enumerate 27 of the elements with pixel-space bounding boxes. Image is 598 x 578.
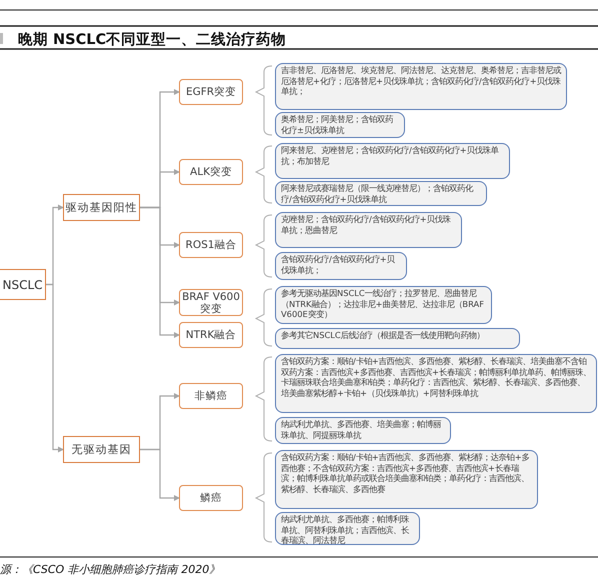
treatment-box: 含铂双药方案：顺铂/卡铂+吉西他滨、多西他赛、紫杉醇；达奈铂+多西他赛；不含铂双药方案：吉西他滨+多西他赛、吉西他滨+长春瑞滨；帕博利珠单抗单药或联合培美曲塞和铂类；单药化疗：吉西他滨、紫杉醇、长春瑞滨、多西他赛 xyxy=(275,450,538,509)
treatment-box: 参考无驱动基因NSCLC一线治疗；拉罗替尼、恩曲替尼（NTRK融合）；达拉非尼+曲美替尼、达拉非尼（BRAF V600E突变） xyxy=(275,286,492,324)
subtype-box: ROS1融合 xyxy=(179,232,243,258)
subtype-box: 非鳞癌 xyxy=(179,383,243,409)
title: 晚期 NSCLC不同亚型一、二线治疗药物 xyxy=(18,30,286,49)
subtype-box: EGFR突变 xyxy=(179,79,243,105)
subtype-box: BRAF V600 突变 xyxy=(179,289,243,316)
treatment-box: 参考其它NSCLC后线治疗（根据是否一线使用靶向药物） xyxy=(275,328,520,349)
category-box: 驱动基因阳性 xyxy=(63,194,140,221)
treatment-box: 克唑替尼；含铂双药化疗/含铂双药化疗+贝伐珠单抗；恩曲替尼 xyxy=(275,212,462,248)
subtype-box: 鳞癌 xyxy=(179,485,243,511)
treatment-box: 纳武利尤单抗、多西他赛、培美曲塞；帕博丽珠单抗、阿提丽珠单抗 xyxy=(275,417,451,444)
root-box: NSCLC xyxy=(0,269,46,300)
arrow xyxy=(140,206,180,338)
arrow xyxy=(140,448,180,501)
treatment-box: 阿来替尼或赛瑞替尼（限一线克唑替尼）；含铂双药化疗/含铂双药化疗+贝伐珠单抗 xyxy=(275,181,487,206)
treatment-box: 奥希替尼；阿美替尼；含铂双药化疗±贝伐珠单抗 xyxy=(275,112,405,138)
subtype-box: ALK突变 xyxy=(179,159,243,185)
subtype-box: NTRK融合 xyxy=(179,322,243,348)
treatment-box: 含铂双药方案：顺铂/卡铂+吉西他滨、多西他赛、紫杉醇、长春瑞滨、培美曲塞不含铂双药方案：吉西他滨+多西他赛、吉西他滨+长春瑞滨；帕博丽利单抗单药、帕博丽珠、卡瑞丽珠联合培美曲塞和铂类；单药化疗：吉西他滨、紫杉醇、长春瑞滨、多西他赛、培美曲塞紫杉醇+卡铂+（贝伐珠单抗）+阿替利珠单抗 xyxy=(275,354,597,413)
category-box: 无驱动基因 xyxy=(63,436,140,463)
treatment-box: 含铂双药化疗/含铂双药化疗+贝伐珠单抗； xyxy=(275,252,407,280)
arrow xyxy=(46,284,64,452)
treatment-box: 阿来替尼、克唑替尼；含铂双药化疗/含铂双药化疗+贝伐珠单抗；布加替尼 xyxy=(275,143,510,179)
treatment-box: 吉非替尼、厄洛替尼、埃克替尼、阿法替尼、达克替尼、奥希替尼；吉非替尼或厄洛替尼+化疗；厄洛替尼+贝伐珠单抗；含铂双药化疗/含铂双药化疗+贝伐珠单抗； xyxy=(275,63,567,110)
source-note: 源：《CSCO 非小细胞肺癌诊疗指南 2020》 xyxy=(0,562,220,577)
treatment-box: 纳武利尤单抗、多西他赛；帕博利珠单抗、阿替利珠单抗；吉西他滨、长春瑞滨、阿法替尼 xyxy=(275,512,420,545)
